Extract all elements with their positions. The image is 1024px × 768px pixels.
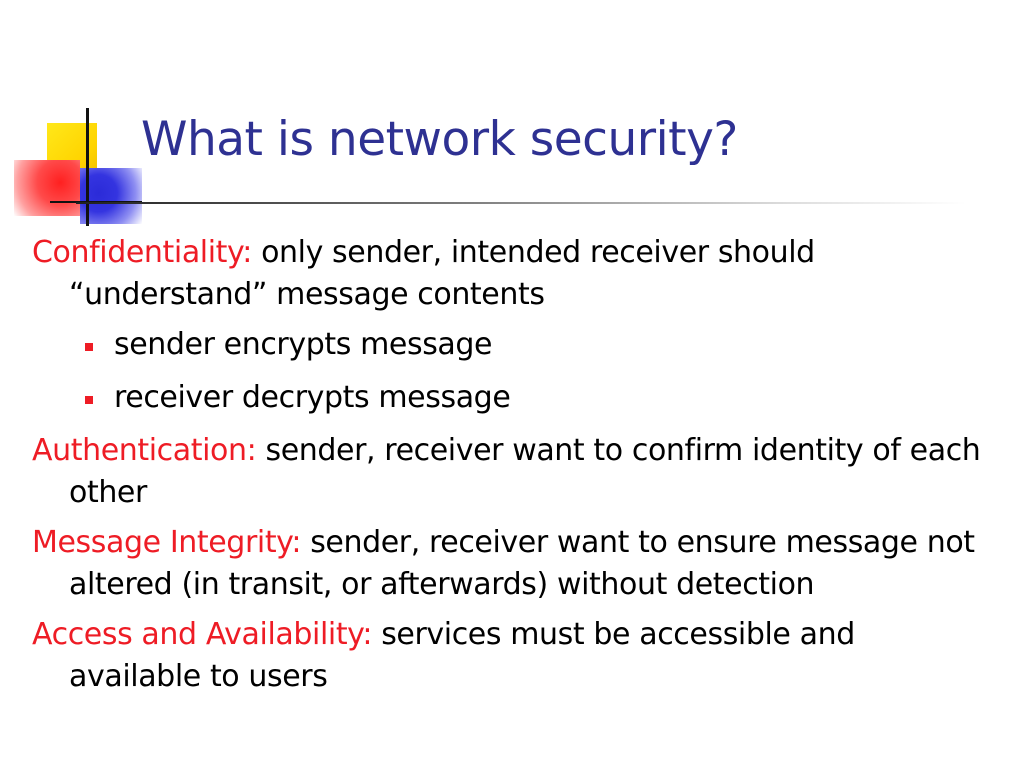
square-bullet-icon: [85, 343, 93, 351]
bullet-item-message-integrity: Message Integrity: sender, receiver want…: [32, 522, 992, 606]
term-description: sender, receiver want to confirm identit…: [69, 433, 981, 510]
bullet-item-access-availability: Access and Availability: services must b…: [32, 614, 992, 698]
square-bullet-icon: [85, 396, 93, 404]
sub-bullet-text: receiver decrypts message: [114, 380, 511, 415]
term-description: services must be accessible and availabl…: [69, 617, 855, 694]
sub-bullet-item: sender encrypts message: [32, 324, 992, 366]
corner-logo-icon: [0, 0, 150, 230]
term-description: only sender, intended receiver should “u…: [69, 235, 815, 312]
term-label: Access and Availability:: [32, 617, 373, 652]
term-label: Confidentiality:: [32, 235, 252, 270]
slide-content: Confidentiality: only sender, intended r…: [32, 232, 992, 706]
logo-vertical-line: [86, 108, 89, 226]
slide-title: What is network security?: [141, 112, 738, 167]
term-description: sender, receiver want to ensure message …: [69, 525, 975, 602]
blue-square-shape: [80, 168, 142, 224]
title-underline-rule: [76, 202, 966, 204]
bullet-item-authentication: Authentication: sender, receiver want to…: [32, 430, 992, 514]
term-label: Authentication:: [32, 433, 257, 468]
sub-bullet-text: sender encrypts message: [114, 327, 493, 362]
sub-bullet-item: receiver decrypts message: [32, 377, 992, 419]
term-label: Message Integrity:: [32, 525, 302, 560]
red-square-shape: [14, 160, 80, 216]
bullet-item-confidentiality: Confidentiality: only sender, intended r…: [32, 232, 992, 316]
